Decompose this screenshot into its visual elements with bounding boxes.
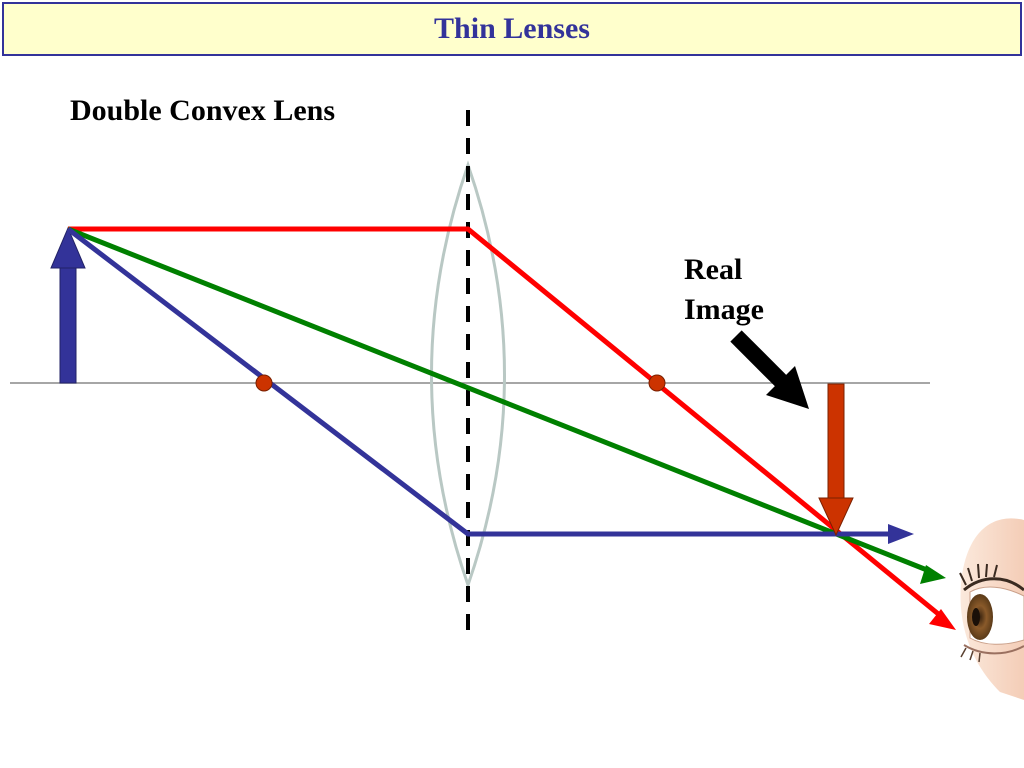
ray-focal [66,227,896,537]
slide-title: Thin Lenses [434,12,590,45]
focal-point-right [648,374,666,392]
ray-parallel-arrowhead [929,609,956,630]
title-bar: Thin Lenses [2,2,1022,56]
ray-center-arrowhead [920,565,946,584]
lens-type-label: Double Convex Lens [70,94,336,127]
real-image-label: Real Image [684,250,764,330]
image-arrow [818,383,854,537]
pointer-arrow [730,330,809,409]
ray-center [67,226,933,575]
object-arrow [50,226,86,384]
eye-icon [959,518,1024,700]
double-convex-lens [430,160,506,590]
focal-point-left [255,374,273,392]
ray-focal-arrowhead [888,524,914,544]
ray-parallel [68,226,944,619]
real-image-label-line2: Image [684,293,764,326]
real-image-label-line1: Real [684,253,743,286]
